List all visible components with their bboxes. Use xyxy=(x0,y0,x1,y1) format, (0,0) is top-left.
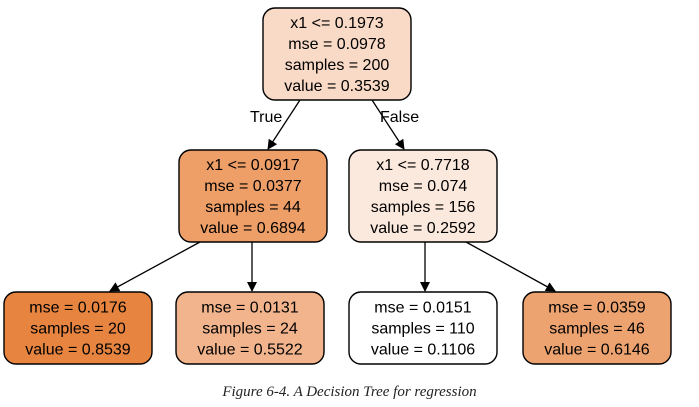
tree-node-right: x1 <= 0.7718 mse = 0.074 samples = 156 valu… xyxy=(348,149,498,243)
node-text-line: value = 0.1106 xyxy=(371,342,475,359)
node-text-line: mse = 0.0377 xyxy=(204,178,302,195)
node-text-line: samples = 200 xyxy=(285,57,390,74)
node-box xyxy=(175,291,325,365)
tree-node-leaf-4: mse = 0.0359 samples = 46 value = 0.6146 xyxy=(522,291,672,365)
tree-node-leaf-2: mse = 0.0131 samples = 24 value = 0.5522 xyxy=(175,291,325,365)
figure-caption: Figure 6-4. A Decision Tree for regressi… xyxy=(222,384,477,400)
node-text-line: samples = 110 xyxy=(371,321,474,338)
edge-left-to-leaf-1 xyxy=(109,241,201,292)
node-text-line: mse = 0.0176 xyxy=(29,300,127,317)
edge-label-false: False xyxy=(380,109,419,126)
node-text-line: value = 0.6146 xyxy=(544,342,650,359)
node-text-line: samples = 24 xyxy=(202,321,298,338)
node-text-line: samples = 44 xyxy=(205,199,301,216)
node-box xyxy=(178,149,328,243)
node-text-line: samples = 156 xyxy=(371,199,476,216)
edge-root-to-left xyxy=(267,99,301,150)
edge-root-to-right xyxy=(371,99,405,150)
edge-label-true: True xyxy=(250,109,282,126)
node-text-line: value = 0.5522 xyxy=(197,342,303,359)
node-text-line: mse = 0.0359 xyxy=(548,300,646,317)
tree-node-root: x1 <= 0.1973 mse = 0.0978 samples = 200 val… xyxy=(262,7,412,101)
node-box xyxy=(3,291,153,365)
node-text-line: value = 0.8539 xyxy=(25,342,131,359)
tree-node-leaf-3: mse = 0.0151 samples = 110 value = 0.1106 xyxy=(348,291,498,365)
edge-right-to-leaf-4 xyxy=(465,241,556,292)
node-box xyxy=(348,291,498,365)
tree-node-left: x1 <= 0.0917 mse = 0.0377 samples = 44 valu… xyxy=(178,149,328,243)
node-box xyxy=(348,149,498,243)
tree-node-leaf-1: mse = 0.0176 samples = 20 value = 0.8539 xyxy=(3,291,153,365)
node-text-line: value = 0.3539 xyxy=(284,78,390,95)
node-text-line: value = 0.6894 xyxy=(200,220,306,237)
node-box xyxy=(262,7,412,101)
decision-tree-diagram: True False x1 <= 0.1973 mse = 0.0978 sample… xyxy=(3,7,672,365)
node-text-line: x1 <= 0.1973 xyxy=(290,15,384,32)
node-text-line: mse = 0.0131 xyxy=(201,300,299,317)
node-text-line: samples = 46 xyxy=(549,321,645,338)
node-box xyxy=(522,291,672,365)
node-text-line: mse = 0.0151 xyxy=(374,300,472,317)
node-text-line: x1 <= 0.7718 xyxy=(376,157,470,174)
node-text-line: mse = 0.074 xyxy=(379,178,468,195)
node-text-line: value = 0.2592 xyxy=(370,220,476,237)
node-text-line: samples = 20 xyxy=(30,321,126,338)
node-text-line: mse = 0.0978 xyxy=(288,36,386,53)
node-text-line: x1 <= 0.0917 xyxy=(206,157,300,174)
